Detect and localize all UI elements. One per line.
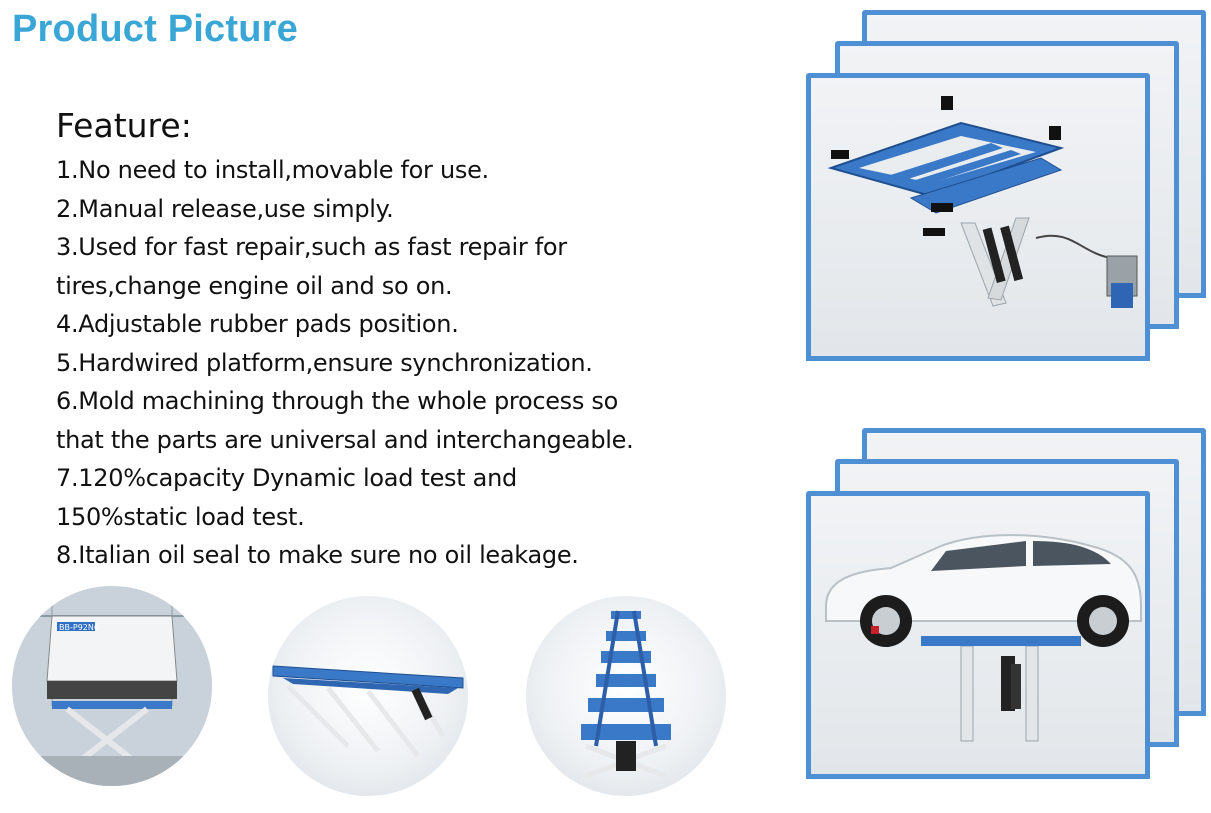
- garage-lift-photo: BB-P92N6: [12, 586, 212, 786]
- feature-line: that the parts are universal and interch…: [56, 425, 634, 454]
- photo-thumb-garage[interactable]: BB-P92N6: [12, 586, 212, 786]
- feature-line: 5.Hardwired platform,ensure synchronizat…: [56, 348, 593, 377]
- car-on-lift-photo: [825, 534, 1142, 742]
- lift-side-view-photo: [272, 665, 464, 758]
- feature-line: 6.Mold machining through the whole proce…: [56, 387, 619, 415]
- photo-stack-car: [806, 428, 1206, 813]
- license-plate: BB-P92N6: [59, 623, 99, 632]
- photo-frame-front[interactable]: [806, 73, 1150, 361]
- photo-stack-lift: [806, 10, 1206, 395]
- photo-thumb-lift-front[interactable]: [526, 596, 726, 796]
- scissor-lift-photo: [827, 96, 1138, 308]
- photo-thumb-lift-side[interactable]: [268, 596, 468, 796]
- feature-line: 3.Used for fast repair,such as fast repa…: [56, 233, 567, 261]
- photo-frame-front[interactable]: [806, 491, 1150, 779]
- feature-section: Feature: 1.No need to install,movable fo…: [56, 106, 736, 575]
- page-title: Product Picture: [12, 8, 298, 50]
- feature-line: 8.Italian oil seal to make sure no oil l…: [56, 541, 579, 569]
- feature-line: 2.Manual release,use simply.: [56, 194, 394, 223]
- feature-line: 4.Adjustable rubber pads position.: [56, 310, 459, 338]
- feature-heading: Feature:: [56, 106, 192, 145]
- feature-line: tires,change engine oil and so on.: [56, 271, 453, 300]
- feature-line: 150%static load test.: [56, 502, 305, 531]
- lift-front-view-photo: [581, 610, 671, 779]
- feature-line: 7.120%capacity Dynamic load test and: [56, 464, 517, 492]
- feature-line: 1.No need to install,movable for use.: [56, 156, 489, 184]
- feature-list: 1.No need to install,movable for use. 2.…: [56, 151, 736, 575]
